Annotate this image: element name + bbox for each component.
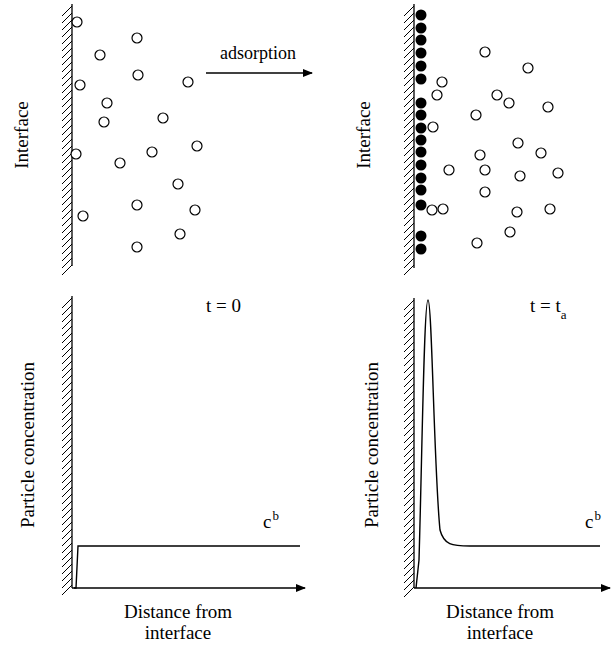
free-particle [515,171,525,181]
free-particle [183,77,193,87]
axis-label: Interface [354,101,375,169]
free-particle [475,150,485,160]
free-particle [545,204,555,214]
free-particle [147,147,157,157]
free-particle [115,158,125,168]
subscript: a [561,308,567,322]
free-particle [505,227,515,237]
x-axis [414,587,610,588]
free-particle [78,211,88,221]
time-label: t = t [530,296,561,317]
free-particle [72,17,82,27]
free-particle [553,168,563,178]
free-particle [190,205,200,215]
free-particle [428,122,438,132]
adsorbed-particle [416,173,427,184]
free-particle [132,200,142,210]
adsorbed-particle [416,98,427,109]
bulk-concentration: c [263,512,271,533]
free-particle [536,148,546,158]
free-particle [427,205,437,215]
free-particle [437,77,447,87]
free-particle [173,179,183,189]
adsorbed-particle [416,123,427,134]
adsorbed-particle [416,110,427,121]
adsorbed-particle [416,160,427,171]
process-arrow [206,72,312,73]
axis-label: Distance from interface [415,602,585,644]
free-particle [480,187,490,197]
interface-wall [62,296,72,595]
bulk-concentration: c [585,512,593,533]
free-particle [504,98,514,108]
axis-label: Particle concentration [362,362,383,528]
free-particle [175,229,185,239]
adsorbed-particle [416,10,427,21]
axis-label: Interface [12,101,33,169]
interface-wall [404,298,414,597]
adsorbed-particle [416,61,427,72]
free-particle [523,63,533,73]
free-particle [512,207,522,217]
free-particle [438,204,448,214]
adsorbed-particle [416,23,427,34]
interface-wall [62,4,72,275]
free-particle [492,90,502,100]
concentration-curve [74,546,300,588]
free-particle [471,110,481,120]
free-particle [432,90,442,100]
free-particle [513,138,523,148]
free-particle [444,165,454,175]
adsorbed-particle [416,48,427,59]
interface-wall [404,4,414,275]
adsorbed-particle [416,231,427,242]
free-particle [480,165,490,175]
free-particle [192,141,202,151]
free-particle [102,98,112,108]
superscript: b [594,509,601,523]
adsorbed-particle [416,35,427,46]
adsorbed-particle [416,185,427,196]
adsorbed-particle [416,135,427,146]
free-particle [71,149,81,159]
concentration-curve [416,300,600,588]
adsorbed-particle [416,147,427,158]
free-particle [132,33,142,43]
free-particle [543,102,553,112]
free-particle [75,80,85,90]
time-label: t = 0 [206,296,241,317]
free-particle [95,50,105,60]
axis-label: Particle concentration [18,362,39,528]
free-particle [472,238,482,248]
adsorbed-particle [416,244,427,255]
axis-label: Distance from interface [93,602,263,644]
free-particle [158,113,168,123]
free-particle [133,70,143,80]
x-axis [72,587,305,588]
superscript: b [272,509,279,523]
free-particle [99,117,109,127]
adsorbed-particle [416,200,427,211]
free-particle [480,47,490,57]
process-label: adsorption [220,44,296,64]
free-particle [132,242,142,252]
adsorbed-particle [416,74,427,85]
